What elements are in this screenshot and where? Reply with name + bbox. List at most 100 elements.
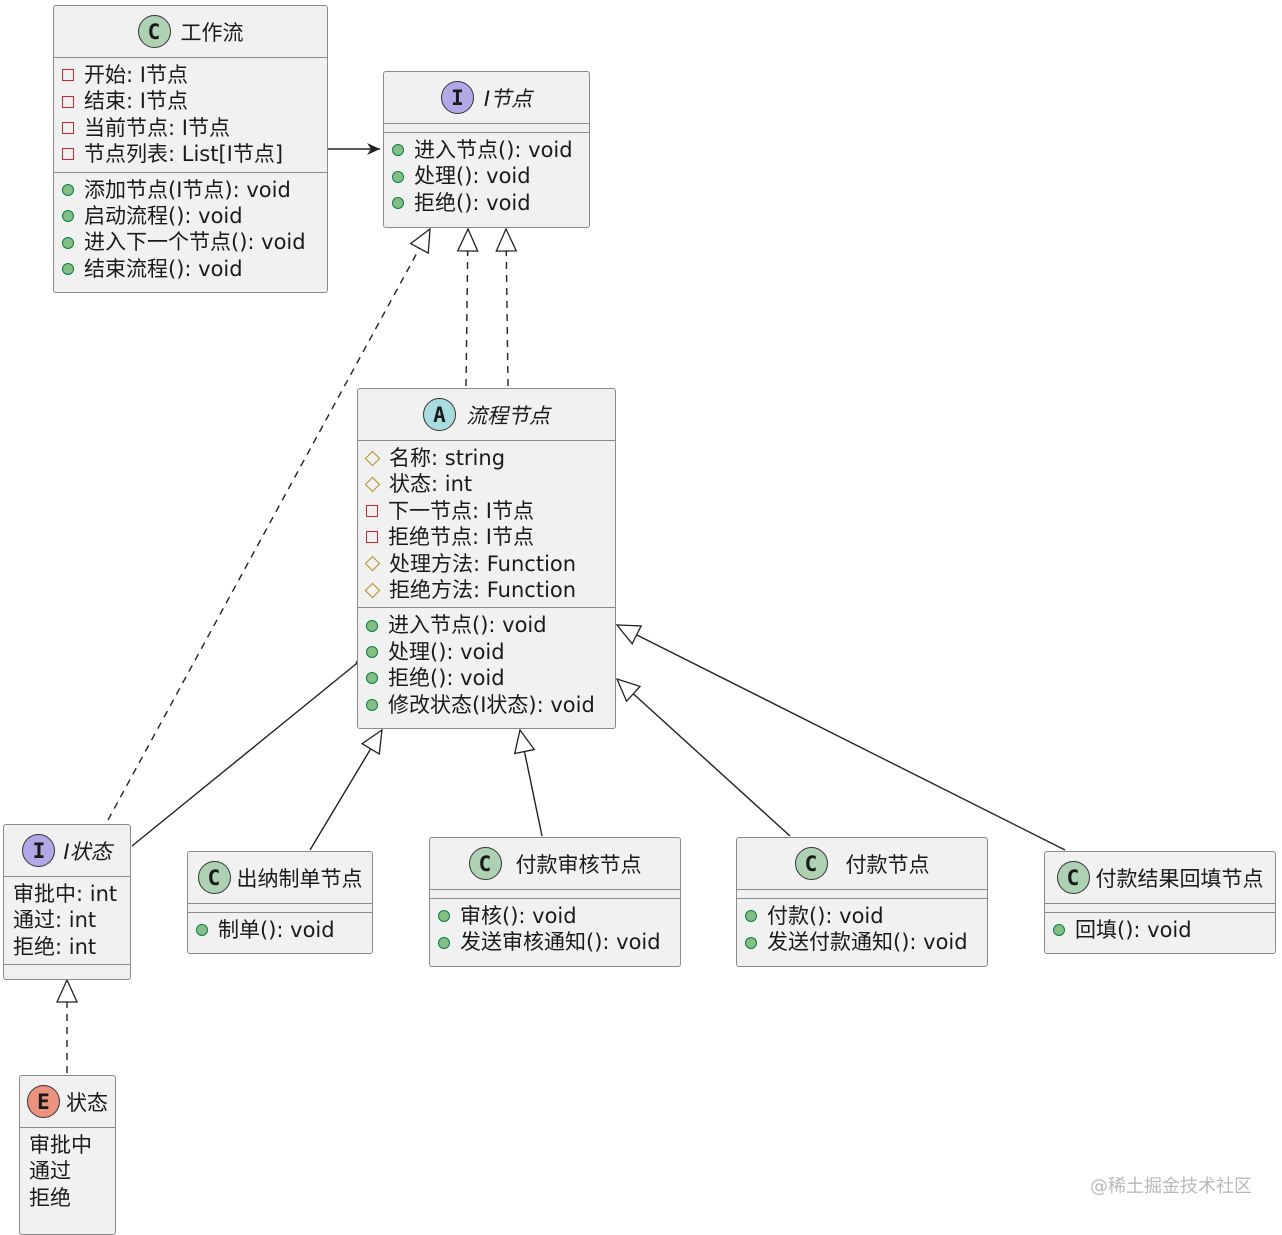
- enum-state[interactable]: E 状态 审批中 通过 拒绝: [19, 1075, 116, 1235]
- class-name: 状态: [66, 1090, 108, 1115]
- class-badge-icon: C: [794, 847, 828, 880]
- class-header: C 工作流: [54, 6, 327, 58]
- class-payment-review-node[interactable]: C 付款审核节点 审核(): void 发送审核通知(): void: [429, 837, 681, 967]
- fields-section: [430, 890, 680, 899]
- protected-icon: [364, 582, 381, 598]
- private-icon: [62, 95, 74, 108]
- method-row: 修改状态(I状态): void: [366, 692, 615, 718]
- public-icon: [392, 196, 404, 209]
- class-name: 流程节点: [466, 403, 550, 428]
- fields-section: [188, 904, 372, 913]
- private-icon: [62, 148, 74, 161]
- methods-section: 制单(): void: [188, 913, 372, 947]
- method-row: 审核(): void: [438, 903, 680, 929]
- abstract-badge-icon: A: [423, 398, 456, 431]
- abstract-flownode[interactable]: A 流程节点 名称: string 状态: int 下一节点: I节点 拒绝节点…: [357, 388, 616, 729]
- protected-icon: [364, 476, 381, 493]
- edge-payresult-flownode: [617, 625, 1066, 851]
- interface-inode[interactable]: I I节点 进入节点(): void 处理(): void 拒绝(): void: [383, 71, 590, 228]
- fields-section: [384, 124, 589, 133]
- protected-icon: [364, 450, 381, 466]
- methods-section: 进入节点(): void 处理(): void 拒绝(): void 修改状态(…: [358, 608, 615, 722]
- field-row: 名称: string: [364, 445, 615, 471]
- enum-value: 审批中: [29, 1133, 92, 1157]
- class-payment-result-node[interactable]: C 付款结果回填节点 回填(): void: [1044, 851, 1276, 954]
- method-row: 处理(): void: [392, 163, 589, 189]
- class-name: I状态: [63, 839, 112, 864]
- field-row: 拒绝: int: [13, 934, 97, 959]
- methods-section: [4, 965, 130, 973]
- method-row: 进入节点(): void: [366, 612, 615, 638]
- method-row: 付款(): void: [745, 903, 987, 929]
- method-row: 拒绝(): void: [392, 190, 589, 216]
- fields-section: [737, 890, 987, 899]
- class-workflow[interactable]: C 工作流 开始: I节点 结束: I节点 当前节点: I节点 节点列表: Li…: [53, 5, 328, 293]
- class-badge-icon: C: [468, 847, 502, 880]
- field-row: 下一节点: I节点: [366, 498, 615, 524]
- fields-section: 开始: I节点 结束: I节点 当前节点: I节点 节点列表: List[I节点…: [54, 58, 327, 173]
- fields-section: 审批中: int 通过: int 拒绝: int: [4, 877, 130, 966]
- public-icon: [366, 645, 378, 658]
- protected-icon: [364, 555, 381, 572]
- method-row: 处理(): void: [366, 639, 615, 665]
- field-row: 开始: I节点: [62, 62, 327, 88]
- class-header: C 付款结果回填节点: [1045, 852, 1275, 904]
- public-icon: [366, 619, 378, 632]
- public-icon: [62, 183, 74, 196]
- interface-istate[interactable]: I I状态 审批中: int 通过: int 拒绝: int: [3, 824, 131, 980]
- edge-payreview-flownode: [520, 730, 543, 837]
- fields-section: [1045, 904, 1275, 913]
- methods-section: 回填(): void: [1045, 913, 1275, 947]
- class-payment-node[interactable]: C 付款节点 付款(): void 发送付款通知(): void: [736, 837, 988, 967]
- method-row: 发送审核通知(): void: [438, 929, 680, 955]
- field-row: 处理方法: Function: [364, 551, 615, 577]
- method-row: 结束流程(): void: [62, 256, 327, 282]
- method-row: 启动流程(): void: [62, 203, 327, 229]
- method-row: 制单(): void: [196, 917, 372, 943]
- field-row: 节点列表: List[I节点]: [62, 141, 327, 167]
- enum-value: 通过: [29, 1159, 71, 1184]
- public-icon: [1053, 924, 1065, 937]
- class-badge-icon: C: [1056, 861, 1090, 894]
- class-name: 付款节点: [845, 852, 930, 877]
- public-icon: [438, 910, 450, 923]
- method-row: 发送付款通知(): void: [745, 929, 987, 955]
- class-header: C 付款节点: [737, 838, 987, 890]
- public-icon: [745, 910, 757, 923]
- method-row: 添加节点(I节点): void: [62, 177, 327, 203]
- class-header: C 付款审核节点: [430, 838, 680, 890]
- edge-cashier-flownode: [309, 730, 382, 851]
- class-name: I节点: [483, 86, 533, 111]
- edge-flownode-inode-2: [506, 229, 508, 387]
- enum-values-section: 审批中 通过 拒绝: [20, 1128, 115, 1215]
- method-row: 进入节点(): void: [392, 137, 589, 163]
- public-icon: [392, 170, 404, 183]
- method-row: 进入下一个节点(): void: [62, 229, 327, 255]
- private-icon: [366, 504, 378, 517]
- public-icon: [196, 924, 208, 937]
- edge-istate-inode: [107, 229, 430, 821]
- edge-flownode-inode-1: [466, 229, 468, 387]
- public-icon: [62, 210, 74, 223]
- edge-istate-flownode: [131, 664, 356, 847]
- private-icon: [366, 531, 378, 544]
- field-row: 通过: int: [13, 908, 97, 933]
- methods-section: 付款(): void 发送付款通知(): void: [737, 899, 987, 960]
- private-icon: [62, 69, 74, 82]
- method-row: 回填(): void: [1053, 917, 1275, 943]
- public-icon: [366, 698, 378, 711]
- public-icon: [366, 672, 378, 685]
- field-row: 拒绝方法: Function: [364, 577, 615, 603]
- public-icon: [62, 236, 74, 249]
- methods-section: 审核(): void 发送审核通知(): void: [430, 899, 680, 960]
- field-row: 结束: I节点: [62, 88, 327, 114]
- class-cashier-node[interactable]: C 出纳制单节点 制单(): void: [187, 851, 373, 954]
- public-icon: [392, 144, 404, 157]
- method-row: 拒绝(): void: [366, 665, 615, 691]
- interface-badge-icon: I: [22, 834, 56, 867]
- enum-value: 拒绝: [29, 1185, 71, 1210]
- edge-pay-flownode: [617, 679, 791, 837]
- class-name: 出纳制单节点: [236, 866, 363, 891]
- class-header: C 出纳制单节点: [188, 852, 372, 904]
